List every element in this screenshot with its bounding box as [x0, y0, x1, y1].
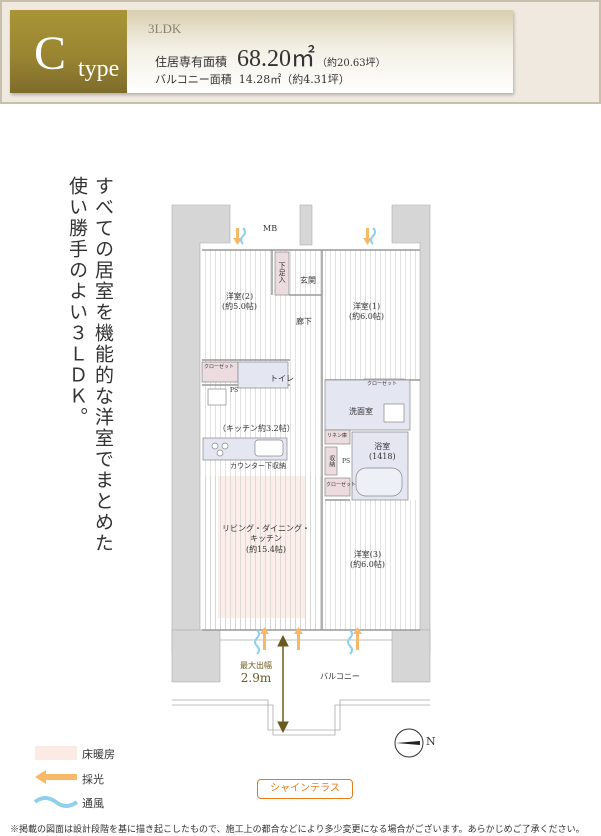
label-linen: リネン庫 [327, 433, 348, 439]
compass-icon [394, 728, 424, 758]
label-shoes: 下足入 [278, 262, 287, 283]
light-legend-icon [35, 770, 77, 784]
living-area-value: 68.20㎡ [237, 46, 316, 72]
label-ps-2: PS [342, 458, 351, 465]
walls [171, 204, 431, 683]
depth-value: 2.9m [240, 671, 272, 686]
room3-size: (約6.0帖) [350, 560, 385, 570]
floor-ldk [202, 476, 322, 630]
label-room3: 洋室(3)(約6.0帖) [350, 550, 385, 571]
plan-type: 3LDK [148, 21, 182, 36]
room2-name: 洋室(2) [225, 292, 254, 301]
living-area-tsubo: （約20.63坪） [317, 58, 386, 69]
bath-size: (1418) [369, 452, 396, 462]
room3-name: 洋室(3) [353, 550, 382, 559]
label-storage: 収納 [327, 455, 335, 467]
ldk-name-1: リビング・ダイニング・ [222, 524, 310, 533]
label-closet-1: クローゼット [367, 381, 398, 387]
type-letter: C [34, 27, 67, 80]
room1-size: (約6.0帖) [349, 312, 384, 322]
wind-icons [240, 227, 376, 655]
floor-room1 [325, 250, 420, 380]
balcony-area-value: 14.28㎡（約4.31坪） [238, 73, 350, 86]
label-room2: 洋室(2)(約5.0帖) [222, 292, 257, 313]
closet-3 [324, 477, 351, 497]
sink [254, 439, 284, 457]
shine-terrace-button[interactable]: シャインテラス [257, 779, 353, 799]
label-mb: MB [263, 224, 278, 233]
living-area: 住居専有面積 68.20㎡（約20.63坪） [155, 38, 386, 73]
ldk-size: (約15.4帖) [245, 544, 287, 554]
type-word: type [78, 56, 120, 82]
toilet-room [237, 361, 289, 389]
balcony-area: バルコニー面積 14.28㎡（約4.31坪） [155, 71, 350, 87]
label-genkan: 玄関 [300, 276, 316, 285]
washer [383, 403, 405, 423]
storage [324, 446, 338, 476]
room1-name: 洋室(1) [352, 302, 381, 311]
label-closet-2: クローゼット [204, 364, 235, 370]
label-ldk: リビング・ダイニング・キッチン(約15.4帖) [222, 524, 310, 555]
balcony-area-label: バルコニー面積 [155, 73, 232, 86]
room2-size: (約5.0帖) [222, 302, 257, 312]
label-counter: カウンター下収納 [230, 462, 286, 470]
catchcopy-line1: すべての居室を機能的な洋室でまとめた [92, 176, 114, 554]
label-balcony: バルコニー [320, 672, 360, 681]
water-heater [207, 388, 227, 406]
legend-light: 採光 [82, 773, 104, 786]
balcony-outline [172, 639, 430, 736]
label-closet-3: クローゼット [326, 482, 357, 488]
living-area-label: 住居専有面積 [155, 55, 228, 69]
floor-room3 [325, 500, 420, 630]
bathtub [355, 467, 403, 497]
type-badge: C type [10, 10, 127, 93]
floor-heating-swatch [35, 746, 77, 760]
label-washroom: 洗面室 [349, 407, 373, 416]
label-toilet: トイレ [270, 374, 294, 383]
depth-label: 最大出幅 [240, 661, 272, 670]
light-arrows [233, 228, 372, 650]
label-kitchen: （キッチン約3.2帖） [218, 424, 295, 433]
interior-walls [202, 249, 420, 631]
compass-north: N [426, 735, 436, 748]
footnote: ※掲載の図面は設計段階を基に描き起こしたもので、施工上の都合などにより多少変更に… [10, 825, 585, 835]
shoe-cabinet [274, 251, 290, 296]
wind-legend-icon [33, 796, 79, 808]
fixtures [201, 251, 411, 501]
depth-arrow [277, 634, 289, 734]
bath-name: 浴室 [374, 442, 391, 451]
catchcopy-line2: 使い勝手のよい３ＬＤＫ。 [66, 176, 88, 428]
linen-closet [324, 429, 351, 445]
ldk-name-2: キッチン [250, 534, 282, 544]
label-ps: PS [230, 387, 239, 394]
label-hall: 廊下 [296, 317, 312, 326]
label-bath: 浴室(1418) [369, 442, 396, 463]
label-room1: 洋室(1)(約6.0帖) [349, 302, 384, 323]
legend-wind: 通風 [82, 797, 104, 810]
legend-floor-heating: 床暖房 [82, 748, 115, 761]
